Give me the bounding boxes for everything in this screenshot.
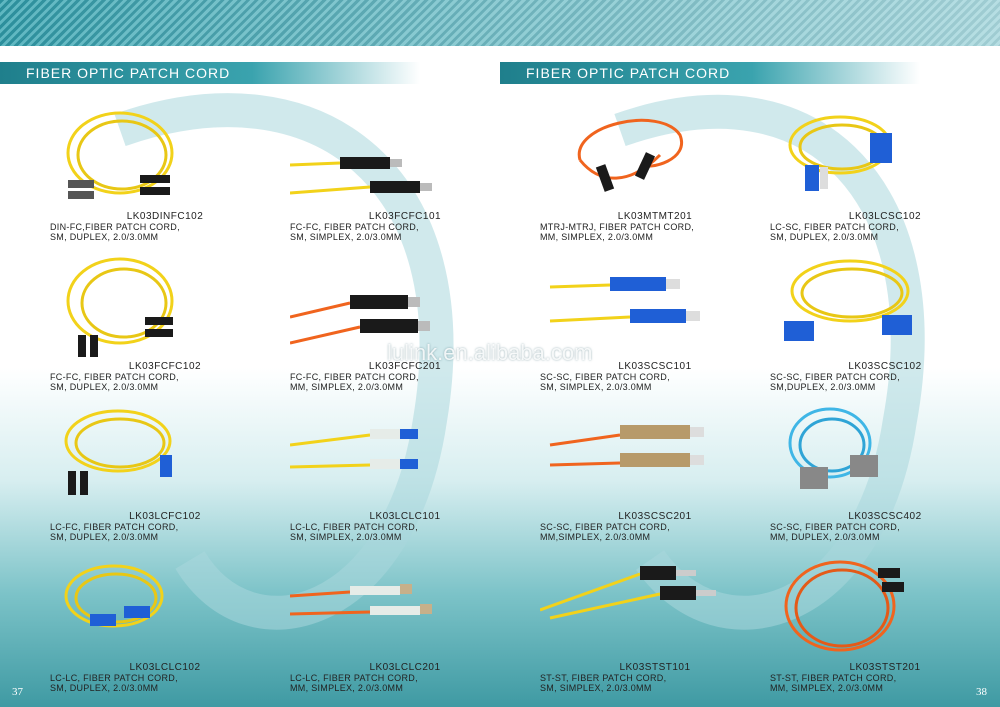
patch-cord-image — [770, 255, 1000, 365]
product-card: LK03STST201 ST-ST, FIBER PATCH CORD, MM,… — [770, 556, 1000, 693]
product-description: LC-SC, FIBER PATCH CORD, SM, DUPLEX, 2.0… — [770, 222, 899, 242]
product-description: FC-FC, FIBER PATCH CORD, SM, SIMPLEX, 2.… — [290, 222, 419, 242]
product-code: LK03LCLC201 — [369, 662, 441, 673]
product-card: LK03MTMT201 MTRJ-MTRJ, FIBER PATCH CORD,… — [540, 105, 770, 242]
product-code: LK03LCLC102 — [129, 662, 201, 673]
product-code: LK03FCFC101 — [368, 211, 442, 222]
product-card: LK03SCSC402 SC-SC, FIBER PATCH CORD, MM,… — [770, 405, 1000, 542]
product-description: SC-SC, FIBER PATCH CORD, SM,DUPLEX, 2.0/… — [770, 372, 900, 392]
product-card: LK03SCSC201 SC-SC, FIBER PATCH CORD, MM,… — [540, 405, 770, 542]
patch-cord-image — [289, 556, 520, 666]
patch-cord-image — [540, 255, 770, 365]
patch-cord-image — [770, 556, 1000, 666]
product-code: LK03SCSC402 — [848, 511, 922, 522]
product-description: LC-LC, FIBER PATCH CORD, SM, DUPLEX, 2.0… — [50, 673, 178, 693]
product-description: FC-FC, FIBER PATCH CORD, SM, DUPLEX, 2.0… — [50, 372, 179, 392]
product-description: DIN-FC,FIBER PATCH CORD, SM, DUPLEX, 2.0… — [50, 222, 180, 242]
product-code: LK03LCFC102 — [129, 511, 201, 522]
watermark-text: lulink.en.alibaba.com — [387, 340, 593, 365]
product-code: LK03SCSC102 — [848, 361, 922, 372]
product-card: LK03LCSC102 LC-SC, FIBER PATCH CORD, SM,… — [770, 105, 1000, 242]
decorative-top-band — [0, 0, 1000, 46]
product-code: LK03FCFC102 — [128, 361, 202, 372]
product-card: LK03LCLC102 LC-LC, FIBER PATCH CORD, SM,… — [50, 556, 280, 693]
product-card: LK03LCFC102 LC-FC, FIBER PATCH CORD, SM,… — [50, 405, 280, 542]
page-number-left: 37 — [12, 686, 23, 698]
product-description: ST-ST, FIBER PATCH CORD, SM, SIMPLEX, 2.… — [540, 673, 667, 693]
patch-cord-image — [50, 556, 280, 666]
patch-cord-image — [50, 405, 280, 515]
product-description: SC-SC, FIBER PATCH CORD, MM, DUPLEX, 2.0… — [770, 522, 900, 542]
product-description: MTRJ-MTRJ, FIBER PATCH CORD, MM, SIMPLEX… — [540, 222, 695, 242]
product-card: LK03SCSC101 SC-SC, FIBER PATCH CORD, SM,… — [540, 255, 770, 392]
product-code: LK03LCSC102 — [848, 211, 922, 222]
product-code: LK03STST101 — [619, 662, 691, 673]
patch-cord-image — [770, 405, 1000, 515]
product-code: LK03DINFC102 — [126, 211, 204, 222]
product-code: LK03LCLC101 — [369, 511, 441, 522]
patch-cord-image — [770, 105, 1000, 215]
product-description: LC-FC, FIBER PATCH CORD, SM, DUPLEX, 2.0… — [50, 522, 179, 542]
patch-cord-image — [539, 556, 770, 666]
product-card: LK03FCFC102 FC-FC, FIBER PATCH CORD, SM,… — [50, 255, 280, 392]
section-title-left: FIBER OPTIC PATCH CORD — [0, 62, 420, 84]
product-description: FC-FC, FIBER PATCH CORD, MM, SIMPLEX, 2.… — [290, 372, 419, 392]
page-number-right: 38 — [976, 686, 987, 698]
product-card: LK03SCSC102 SC-SC, FIBER PATCH CORD, SM,… — [770, 255, 1000, 392]
patch-cord-image — [540, 105, 770, 215]
patch-cord-image — [289, 255, 520, 365]
product-card: LK03STST101 ST-ST, FIBER PATCH CORD, SM,… — [539, 556, 770, 693]
product-code: LK03SCSC201 — [618, 511, 692, 522]
product-card: LK03FCFC101 FC-FC, FIBER PATCH CORD, SM,… — [289, 105, 520, 242]
section-title-right: FIBER OPTIC PATCH CORD — [500, 62, 920, 84]
product-code: LK03FCFC201 — [368, 361, 442, 372]
patch-cord-image — [50, 255, 280, 365]
product-card: LK03LCLC101 LC-LC, FIBER PATCH CORD, SM,… — [289, 405, 520, 542]
patch-cord-image — [540, 405, 770, 515]
patch-cord-image — [289, 405, 520, 515]
product-card: LK03FCFC201 FC-FC, FIBER PATCH CORD, MM,… — [289, 255, 520, 392]
patch-cord-image — [289, 105, 520, 215]
product-card: LK03DINFC102 DIN-FC,FIBER PATCH CORD, SM… — [50, 105, 280, 242]
product-description: LC-LC, FIBER PATCH CORD, SM, SIMPLEX, 2.… — [290, 522, 418, 542]
patch-cord-image — [50, 105, 280, 215]
product-description: SC-SC, FIBER PATCH CORD, SM, SIMPLEX, 2.… — [540, 372, 670, 392]
product-description: SC-SC, FIBER PATCH CORD, MM,SIMPLEX, 2.0… — [540, 522, 670, 542]
product-description: ST-ST, FIBER PATCH CORD, MM, SIMPLEX, 2.… — [770, 673, 897, 693]
product-code: LK03SCSC101 — [618, 361, 692, 372]
product-description: LC-LC, FIBER PATCH CORD, MM, SIMPLEX, 2.… — [290, 673, 418, 693]
product-code: LK03MTMT201 — [617, 211, 693, 222]
product-code: LK03STST201 — [849, 662, 921, 673]
product-card: LK03LCLC201 LC-LC, FIBER PATCH CORD, MM,… — [289, 556, 520, 693]
